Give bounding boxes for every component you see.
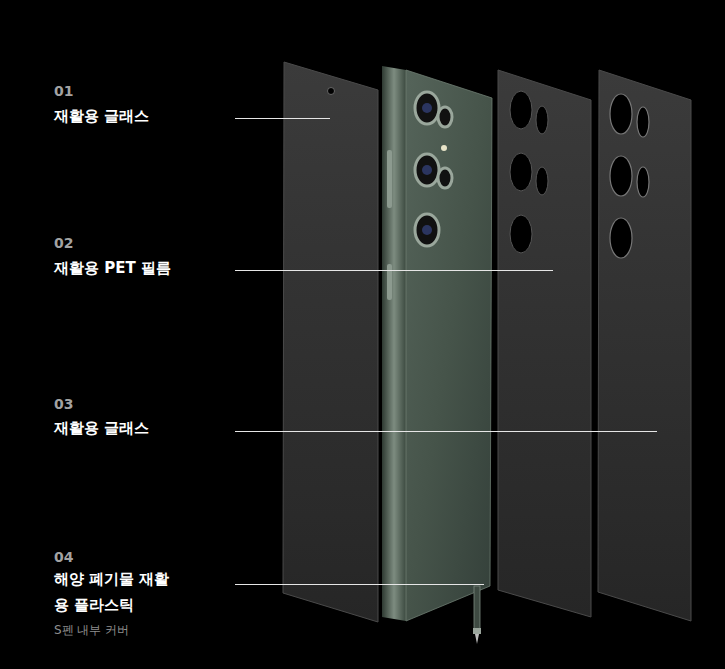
camera-lenses — [415, 92, 452, 246]
part-label: 재활용 글래스 — [54, 419, 149, 439]
back-glass-panel — [598, 70, 691, 621]
part-label: 해양 폐기물 재활용 플라스틱 — [54, 566, 179, 618]
callout-number: 04 — [54, 548, 73, 566]
callout-number: 03 — [54, 395, 73, 413]
part-label: 재활용 PET 필름 — [54, 259, 171, 279]
leader-lines — [235, 119, 657, 585]
front-glass-panel — [283, 62, 378, 622]
note-text: S펜 내부 커버 — [54, 623, 129, 639]
pet-film-panel — [498, 70, 591, 617]
phone-body — [382, 66, 492, 621]
callout-number: 01 — [54, 82, 73, 100]
callout-number: 02 — [54, 234, 73, 252]
part-label: 재활용 글래스 — [54, 107, 149, 127]
s-pen — [473, 586, 481, 644]
